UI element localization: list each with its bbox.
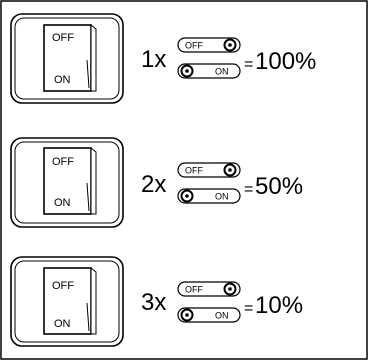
slide-on-label: ON bbox=[215, 192, 229, 202]
slide-on-label: ON bbox=[215, 67, 229, 77]
equals-sign: = bbox=[244, 56, 253, 73]
rocker-switch-icon: OFF ON bbox=[10, 13, 124, 104]
dimmer-row: OFF ON 3x OFF ON = 10% bbox=[10, 256, 303, 347]
brightness-value: 100% bbox=[255, 48, 316, 75]
rocker-switch-icon: OFF ON bbox=[10, 137, 124, 228]
slide-off-label: OFF bbox=[185, 41, 203, 51]
slide-on-label: ON bbox=[215, 311, 229, 321]
rocker-switch-icon: OFF ON bbox=[10, 256, 124, 347]
press-count: 3x bbox=[141, 289, 166, 316]
rocker-off-label: OFF bbox=[52, 280, 74, 292]
equals-sign: = bbox=[244, 300, 253, 317]
slide-switch-icon: OFF ON bbox=[177, 37, 241, 79]
equals-sign: = bbox=[244, 181, 253, 198]
dimmer-row: OFF ON 1x OFF ON = 100% bbox=[10, 13, 316, 104]
brightness-value: 10% bbox=[255, 292, 303, 319]
rocker-on-label: ON bbox=[54, 74, 71, 86]
rocker-on-label: ON bbox=[54, 318, 71, 330]
dimmer-row: OFF ON 2x OFF ON = 50% bbox=[10, 137, 303, 228]
slide-switch-icon: OFF ON bbox=[177, 281, 241, 323]
press-count: 1x bbox=[141, 46, 166, 73]
rocker-off-label: OFF bbox=[52, 156, 74, 168]
slide-off-label: OFF bbox=[185, 285, 203, 295]
slide-switch-icon: OFF ON bbox=[177, 162, 241, 204]
rocker-off-label: OFF bbox=[52, 32, 74, 44]
slide-off-label: OFF bbox=[185, 166, 203, 176]
press-count: 2x bbox=[141, 171, 166, 198]
rocker-on-label: ON bbox=[54, 197, 71, 209]
brightness-value: 50% bbox=[255, 173, 303, 200]
